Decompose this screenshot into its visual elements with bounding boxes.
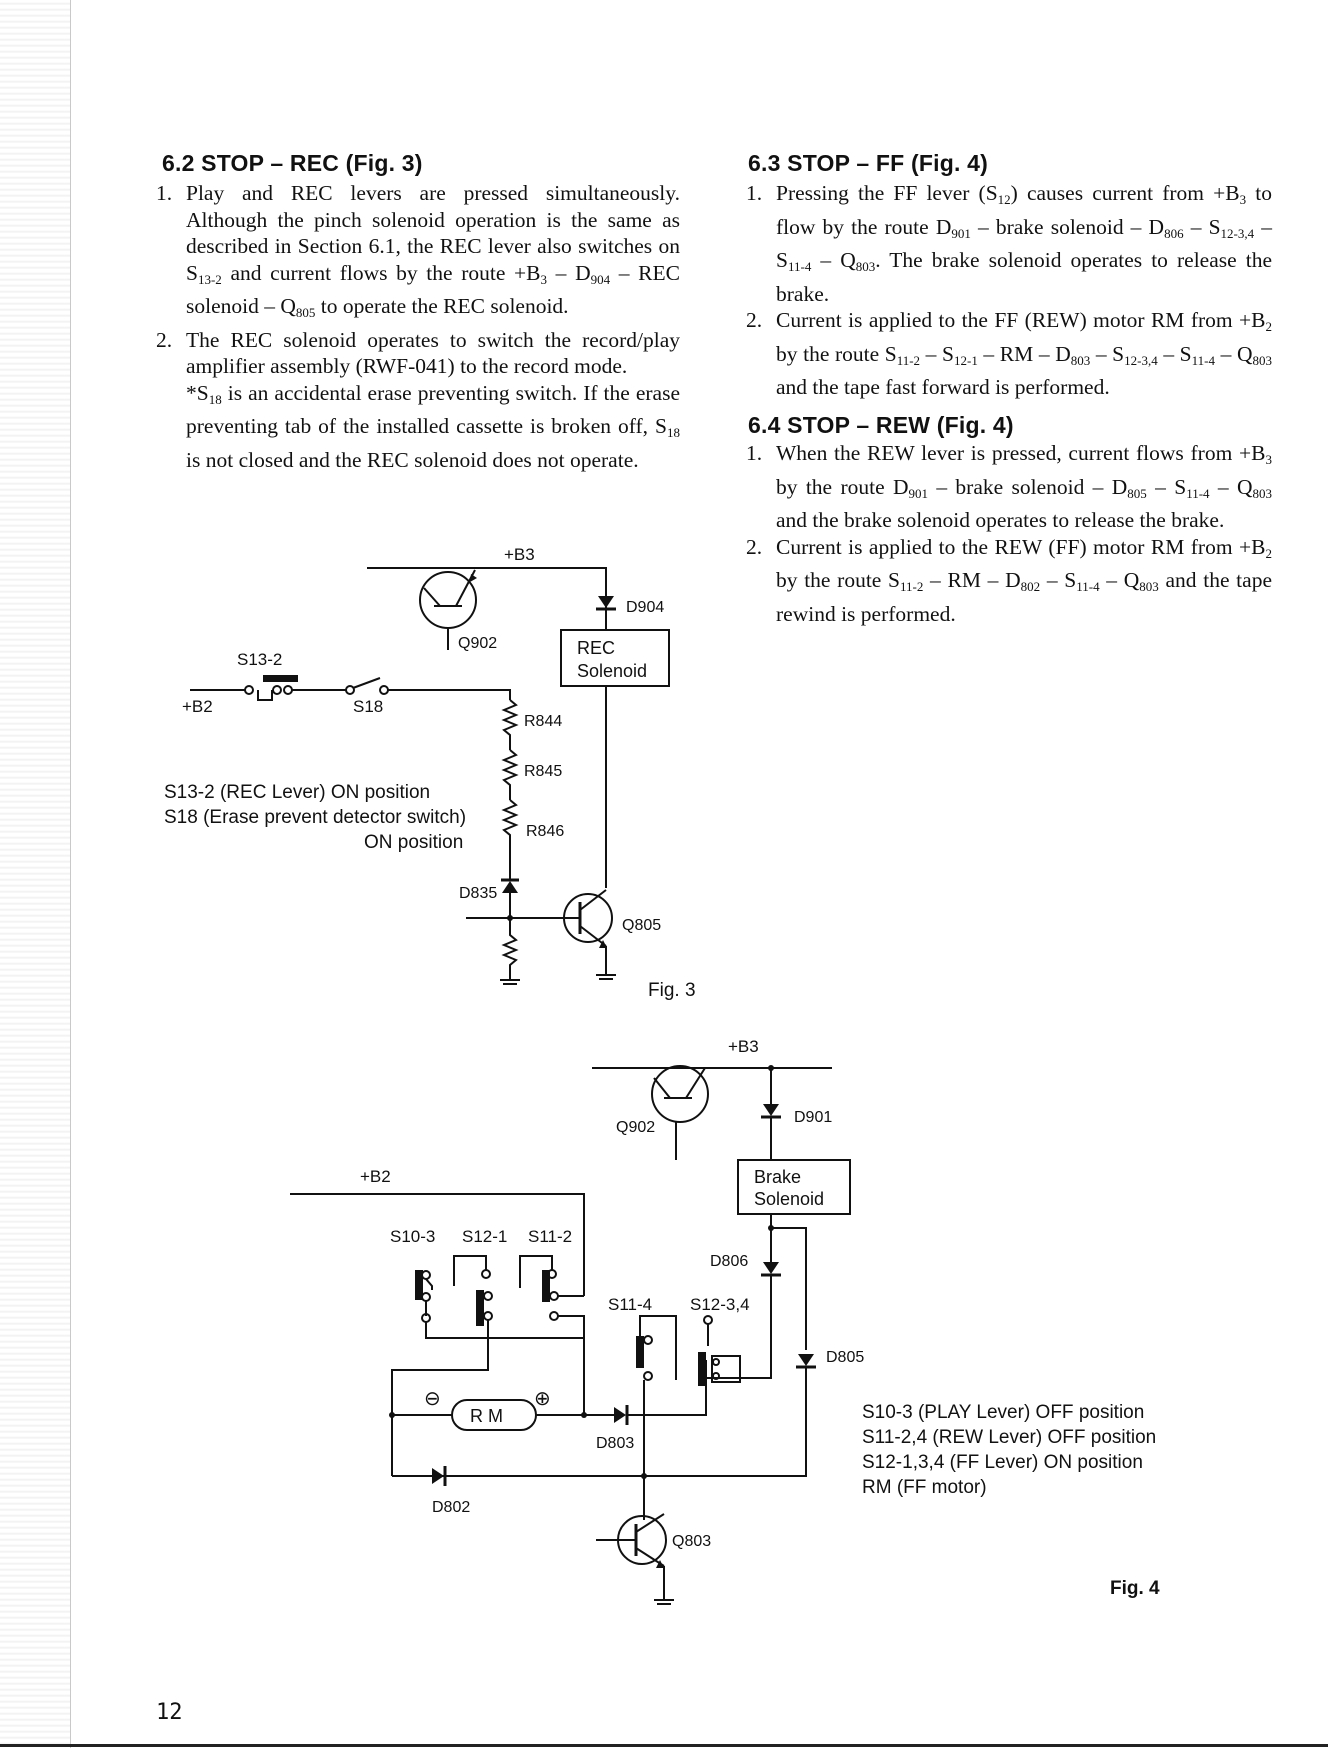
s11-2-switch xyxy=(519,1255,585,1416)
base-resistor xyxy=(501,918,519,980)
q902-transistor xyxy=(419,569,477,650)
svg-text:D805: D805 xyxy=(826,1349,864,1366)
svg-text:R844: R844 xyxy=(524,713,562,730)
fig3-caption: S13-2 (REC Lever) ON position S18 (Erase… xyxy=(164,782,467,853)
svg-text:Brake: Brake xyxy=(754,1167,801,1187)
svg-text:S13-2: S13-2 xyxy=(237,650,282,669)
s10-3-switch xyxy=(415,1270,584,1339)
list-item: 1. Pressing the FF lever (S12) causes cu… xyxy=(746,181,1272,306)
svg-text:D904: D904 xyxy=(626,599,664,616)
section-6-3-body: 1. Pressing the FF lever (S12) causes cu… xyxy=(746,180,1272,401)
r846-resistor xyxy=(501,799,519,880)
section-6-4-heading: 6.4 STOP – REW (Fig. 4) xyxy=(748,412,1014,438)
rec-solenoid-box xyxy=(560,629,670,687)
svg-text:Q803: Q803 xyxy=(672,1533,711,1550)
svg-text:S10-3: S10-3 xyxy=(390,1227,435,1246)
d805-diode xyxy=(796,1354,816,1369)
fig4-caption: S10-3 (PLAY Lever) OFF position S11-2,4 … xyxy=(862,1402,1157,1498)
brake-solenoid-box xyxy=(737,1159,851,1215)
svg-text:R846: R846 xyxy=(526,823,564,840)
d835-diode xyxy=(501,878,519,893)
list-item: 2. Current is applied to the REW (FF) mo… xyxy=(746,534,1272,626)
fig4-label: Fig. 4 xyxy=(1110,1578,1160,1599)
q902-transistor xyxy=(651,1065,709,1160)
s18-switch xyxy=(345,685,355,695)
svg-text:Q902: Q902 xyxy=(616,1119,655,1136)
section-6-3-heading: 6.3 STOP – FF (Fig. 4) xyxy=(748,150,988,176)
svg-text:D803: D803 xyxy=(596,1435,634,1452)
list-item: 1. Play and REC levers are pressed simul… xyxy=(156,181,680,320)
svg-text:Solenoid: Solenoid xyxy=(577,661,647,681)
svg-text:D901: D901 xyxy=(794,1109,832,1126)
d904-diode xyxy=(596,596,616,611)
s13-2-switch xyxy=(263,675,298,682)
q803-transistor xyxy=(596,1513,667,1568)
list-item: 1. When the REW lever is pressed, curren… xyxy=(746,441,1272,532)
d806-diode xyxy=(761,1262,781,1277)
svg-text:S11-2: S11-2 xyxy=(528,1227,572,1246)
bottom-rule xyxy=(0,1744,1328,1747)
s12-1-switch xyxy=(453,1255,493,1338)
q805-transistor xyxy=(563,889,613,948)
section-6-4-body: 1. When the REW lever is pressed, curren… xyxy=(746,440,1272,627)
svg-text:Q805: Q805 xyxy=(622,917,661,934)
svg-text:Q902: Q902 xyxy=(458,635,497,652)
r845-resistor xyxy=(501,749,519,800)
svg-text:S12-3,4: S12-3,4 xyxy=(690,1295,750,1314)
svg-text:+B3: +B3 xyxy=(504,545,535,564)
svg-text:Solenoid: Solenoid xyxy=(754,1189,824,1209)
svg-text:+B2: +B2 xyxy=(182,697,213,716)
rm-motor: R M ⊖ ⊕ xyxy=(424,1388,551,1431)
d802-diode xyxy=(432,1466,447,1486)
fig3-label: Fig. 3 xyxy=(648,980,696,1001)
svg-text:⊕: ⊕ xyxy=(534,1388,551,1410)
fig4-schematic: +B3 Q902 D901 Brake Solenoid xyxy=(290,1037,864,1605)
s11-4-switch xyxy=(636,1315,677,1479)
svg-text:⊖: ⊖ xyxy=(424,1388,441,1410)
svg-text:D835: D835 xyxy=(459,885,497,902)
binding-line xyxy=(70,0,71,1748)
d901-diode xyxy=(761,1104,781,1119)
erase-note: *S18 is an accidental erase preventing s… xyxy=(186,380,680,472)
list-item: 2. The REC solenoid operates to switch t… xyxy=(156,327,680,379)
svg-text:S11-4: S11-4 xyxy=(608,1295,652,1314)
svg-text:D806: D806 xyxy=(710,1253,748,1270)
svg-text:S18: S18 xyxy=(353,697,383,716)
s12-34-switch xyxy=(698,1315,741,1386)
r844-resistor xyxy=(501,699,519,750)
svg-text:REC: REC xyxy=(577,638,615,658)
page-number: 12 xyxy=(156,1700,183,1725)
svg-text:+B2: +B2 xyxy=(360,1167,391,1186)
scan-margin xyxy=(0,0,70,1748)
section-6-2-heading: 6.2 STOP – REC (Fig. 3) xyxy=(162,150,423,176)
svg-text:S12-1: S12-1 xyxy=(462,1227,507,1246)
list-item: 2. Current is applied to the FF (REW) mo… xyxy=(746,308,1272,399)
fig3-schematic: +B3 Q902 D904 REC Solenoid + xyxy=(182,545,670,985)
svg-text:+B3: +B3 xyxy=(728,1037,759,1056)
svg-text:D802: D802 xyxy=(432,1499,470,1516)
d803-diode xyxy=(614,1405,629,1425)
svg-text:R M: R M xyxy=(470,1406,503,1426)
section-6-2-body: 1. Play and REC levers are pressed simul… xyxy=(156,180,680,473)
svg-text:R845: R845 xyxy=(524,763,562,780)
